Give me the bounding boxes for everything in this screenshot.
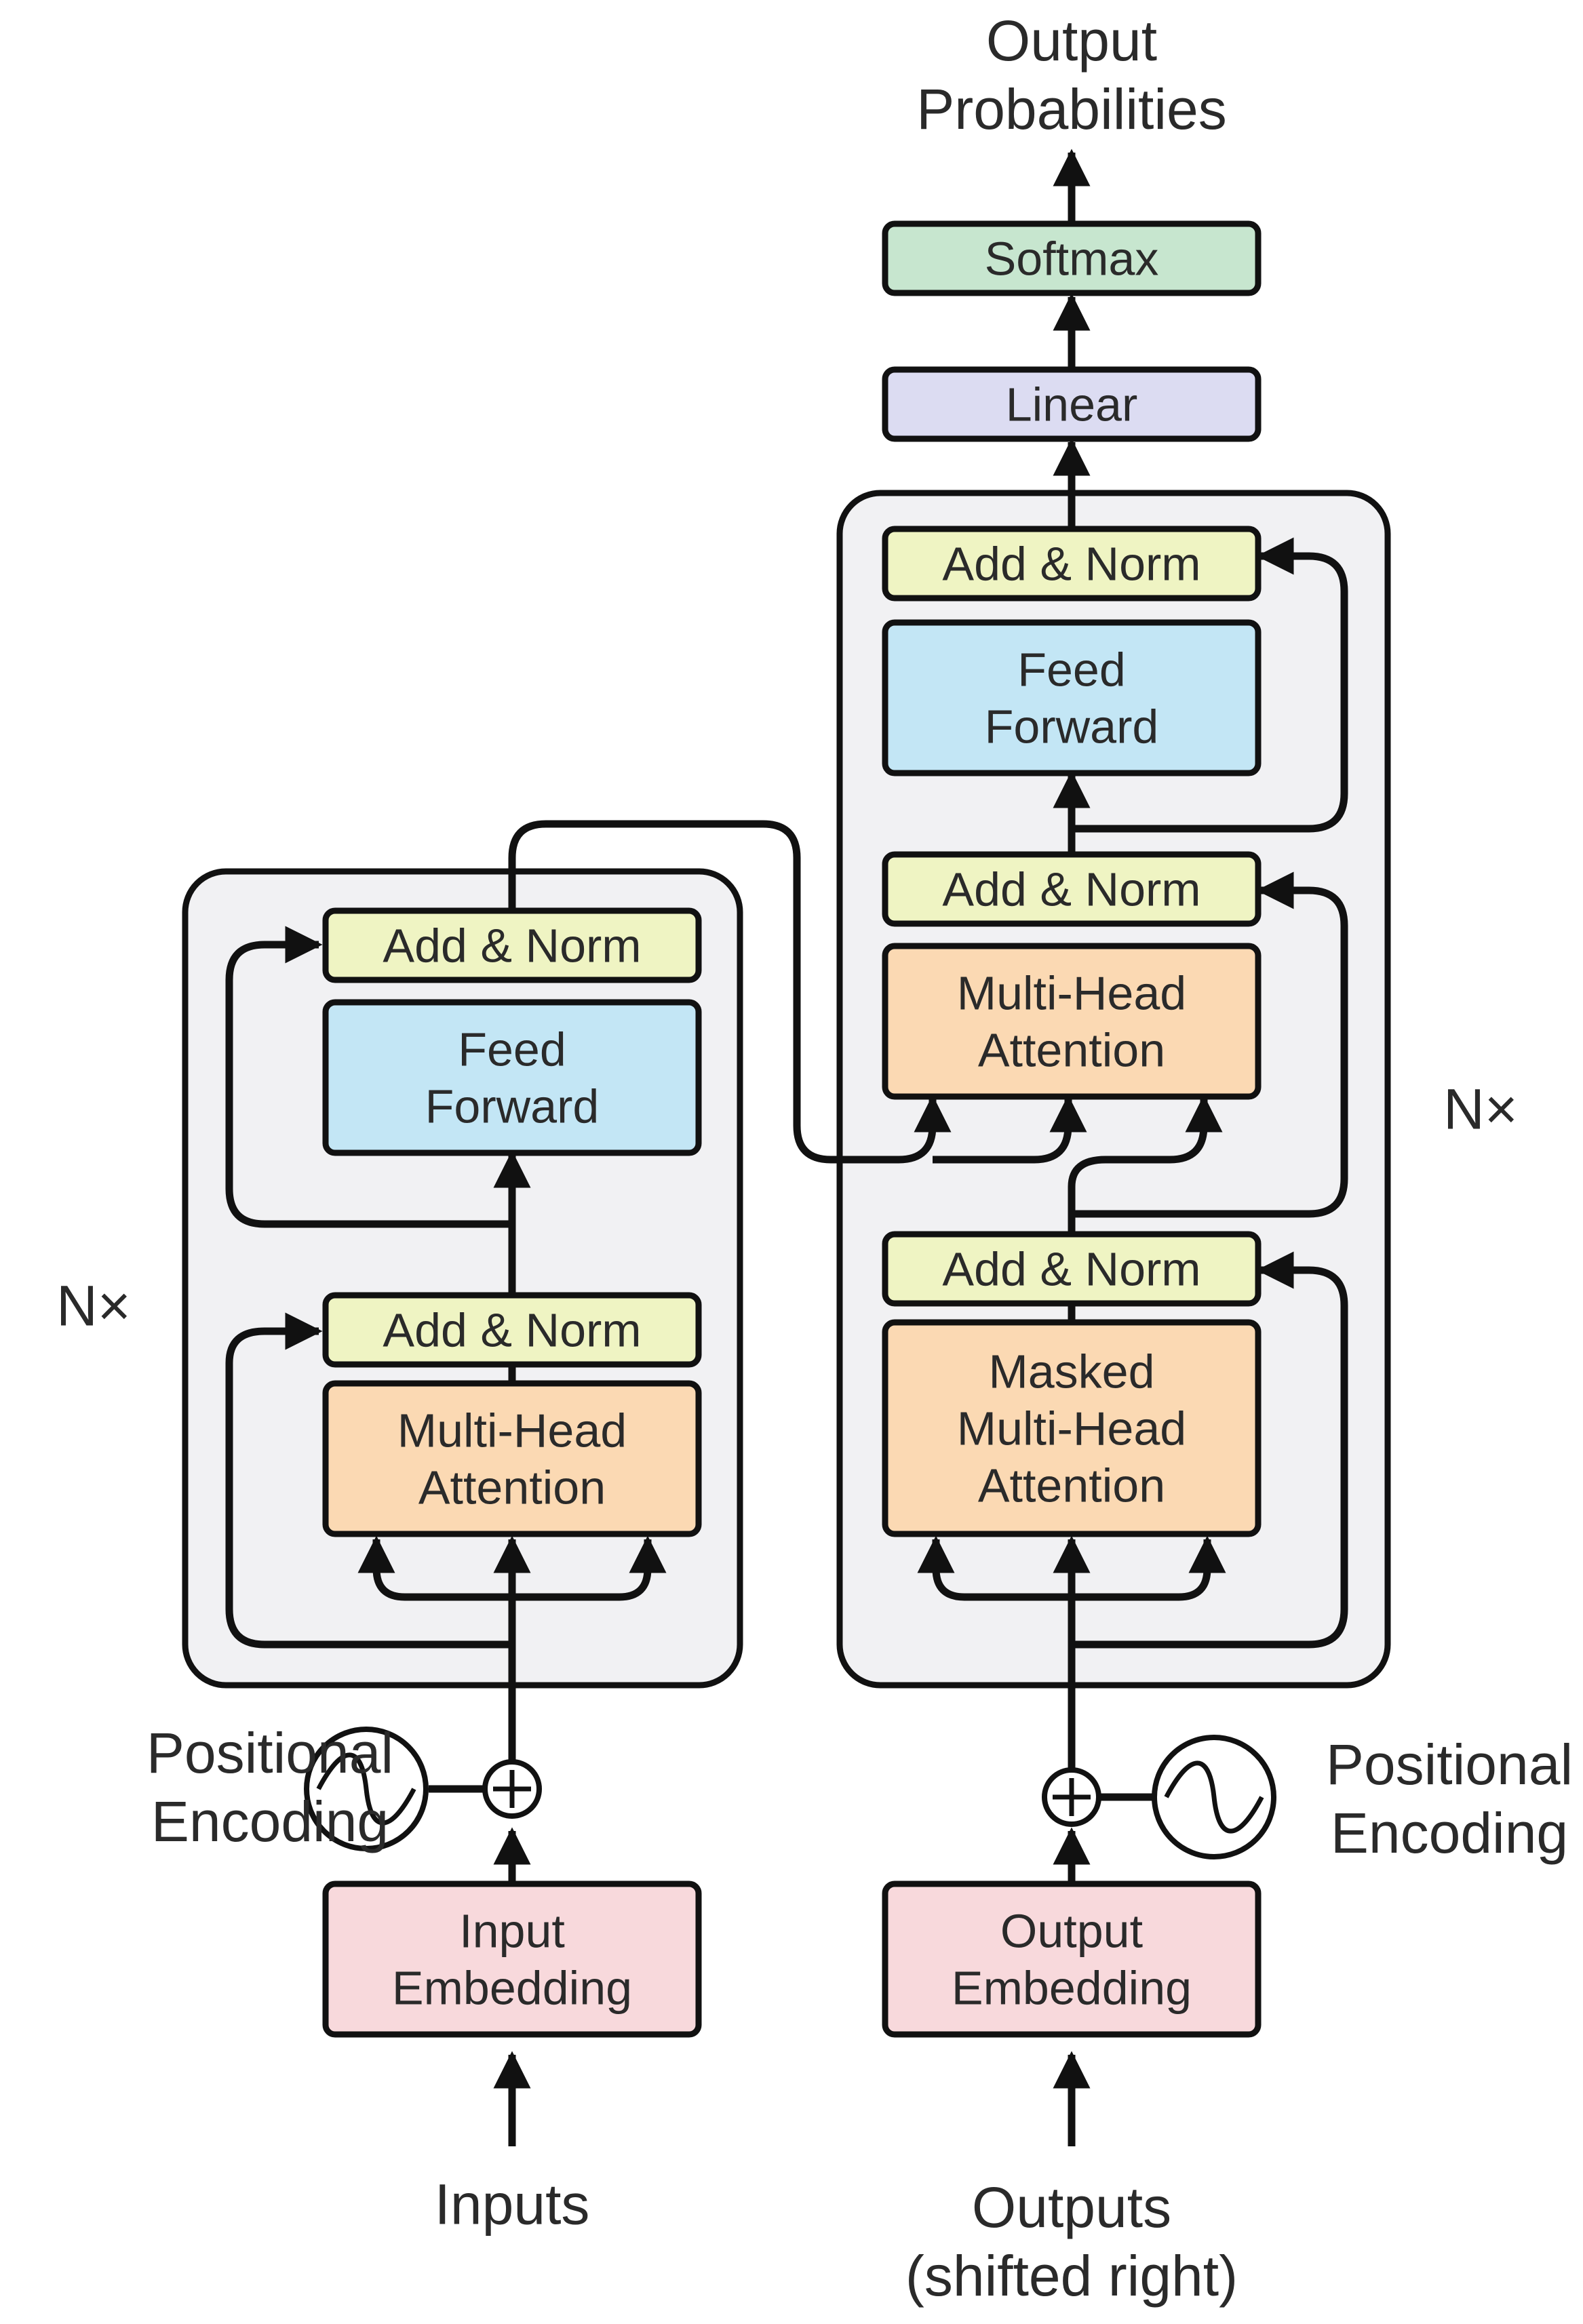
encoder-stack (182, 868, 743, 1689)
decoder-query-path (1068, 1095, 1223, 1234)
softmax-box-label: Softmax (985, 233, 1159, 285)
decoder-residual-3 (1072, 537, 1348, 833)
encoder-feed-forward-box (322, 999, 702, 1156)
encoder-add-norm-1 (322, 1292, 702, 1368)
decoder-add-norm-1 (882, 1231, 1262, 1307)
encoder-nx-label: N× (56, 1274, 131, 1337)
softmax-box (882, 220, 1262, 296)
encoder-residual-2 (225, 926, 512, 1228)
decoder-masked-attention-box (882, 1319, 1262, 1537)
encoder-add-norm-1-label: Add & Norm (383, 1304, 641, 1357)
encoder-add-norm-2-label: Add & Norm (383, 920, 641, 972)
outputs-label: Outputs(shifted right) (905, 2175, 1238, 2308)
decoder-feed-forward-box (882, 619, 1262, 776)
decoder-add-norm-3-label: Add & Norm (942, 538, 1200, 591)
decoder-add-norm-2 (882, 851, 1262, 927)
decoder-residual-2 (1072, 871, 1348, 1218)
decoder-add-norm-1-label: Add & Norm (942, 1243, 1200, 1296)
decoder-positional-encoding-icon (1152, 1735, 1276, 1859)
inputs-label: Inputs (435, 2172, 590, 2236)
encoder-add-icon (482, 1759, 542, 1819)
encoder-positional-encoding-icon (304, 1727, 429, 1851)
decoder-nx-label: N× (1443, 1077, 1518, 1141)
decoder-add-norm-3 (882, 526, 1262, 602)
input-embedding-box (322, 1880, 702, 2038)
linear-box-label: Linear (1006, 378, 1138, 431)
output-embedding-box (882, 1880, 1262, 2038)
decoder-add-norm-2-label: Add & Norm (942, 863, 1200, 916)
encoder-attention-box (322, 1380, 702, 1537)
decoder-add-icon (1042, 1767, 1101, 1827)
encoder-residual-1 (225, 1312, 512, 1649)
linear-box (882, 366, 1262, 442)
encoder-add-norm-2 (322, 907, 702, 983)
decoder-cross-attention-box (882, 943, 1262, 1100)
decoder-residual-1 (1072, 1251, 1348, 1649)
